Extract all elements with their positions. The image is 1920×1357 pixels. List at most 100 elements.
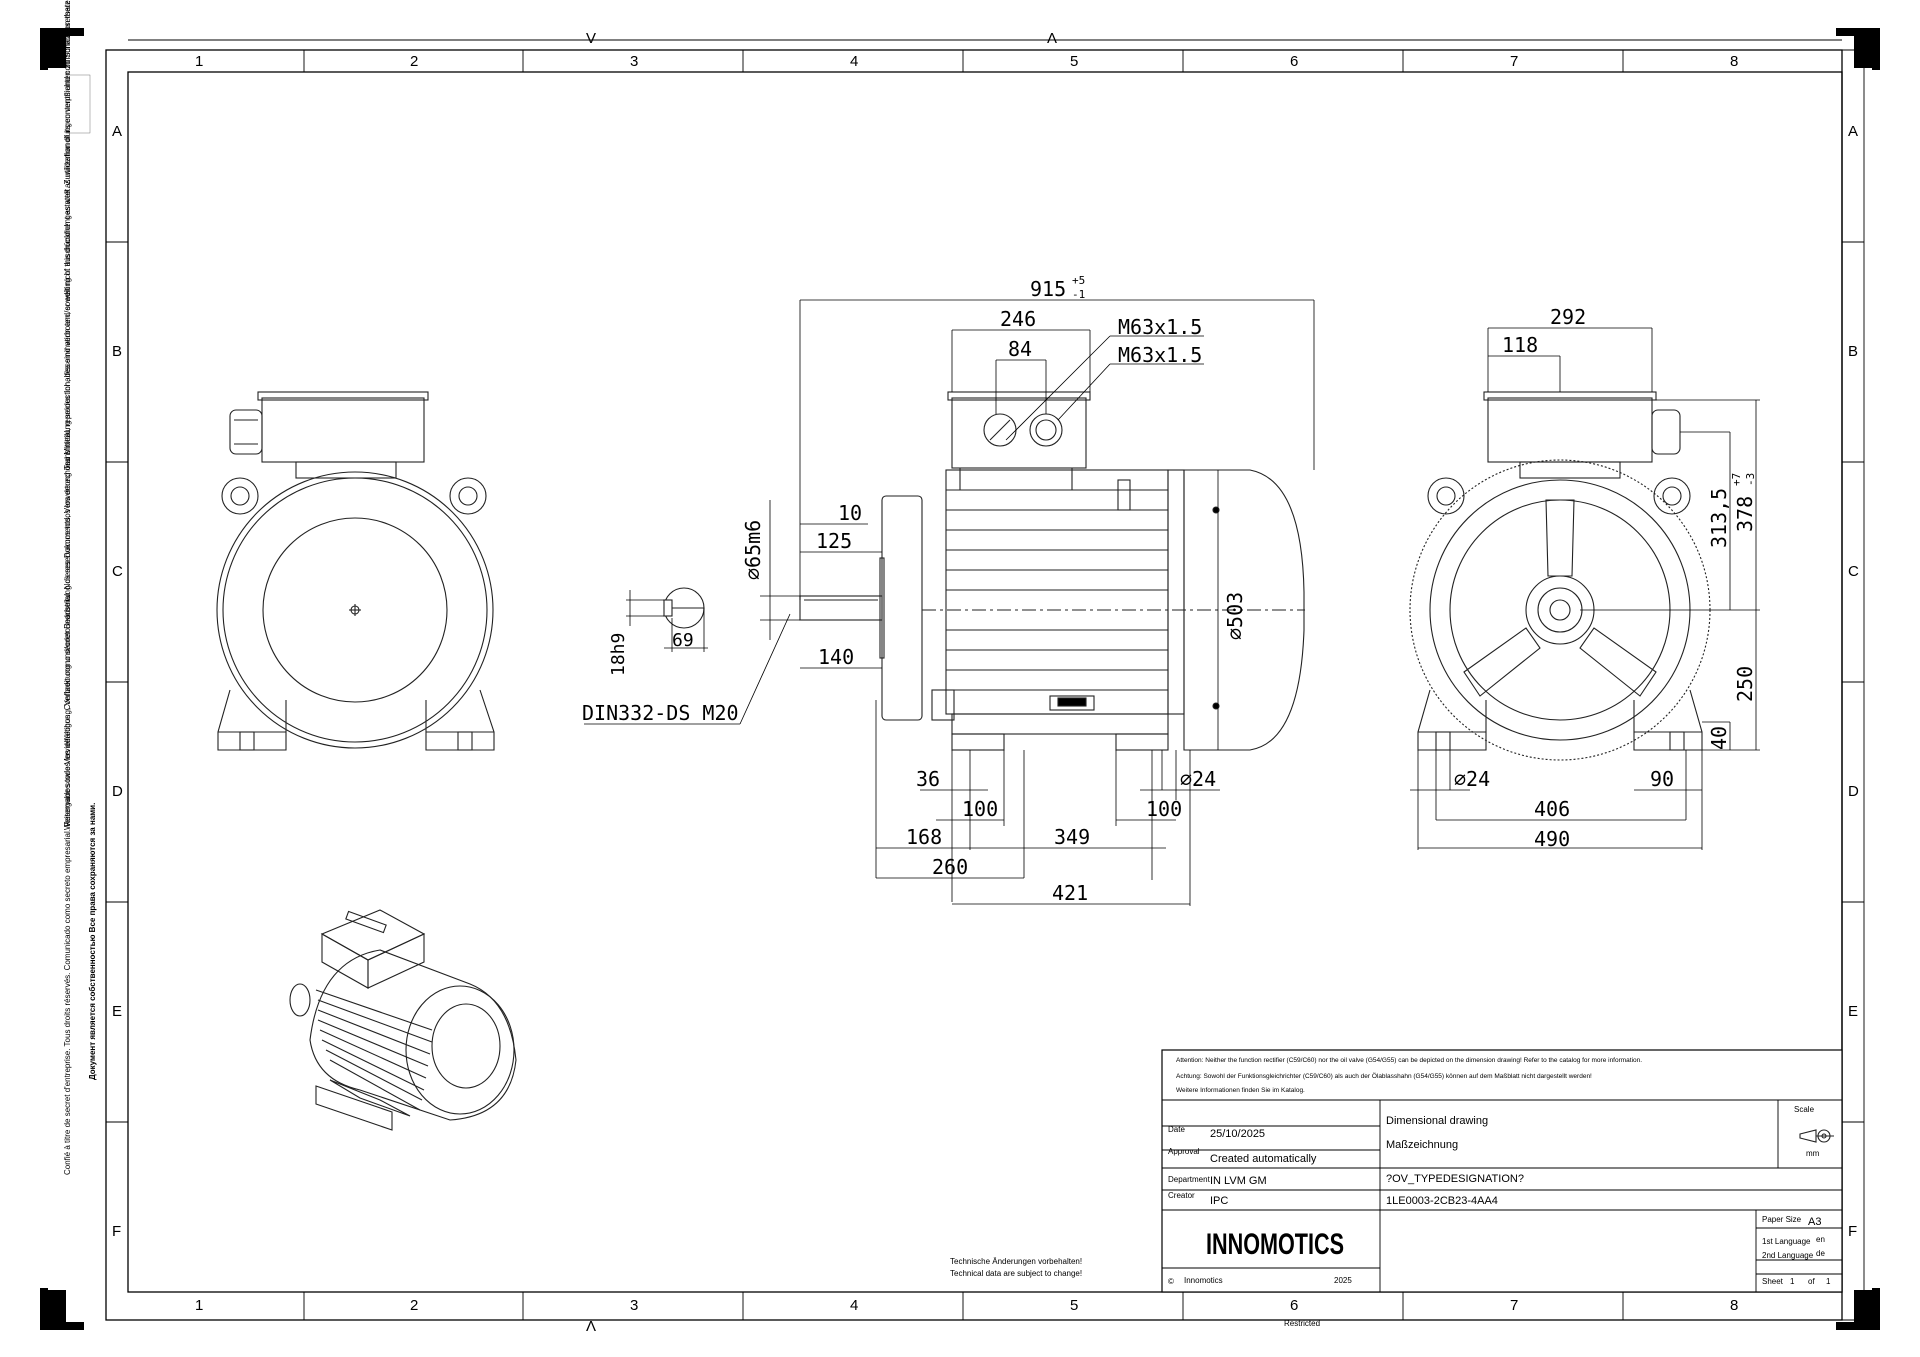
row-label-e-right: E [1848, 1003, 1858, 1020]
row-label-a: A [112, 123, 122, 140]
copyright-en: Transmittal, reproduction, dissemination… [63, 0, 72, 470]
copyright-de: Weitergabe sowie Vervielfältigung, Verbr… [63, 0, 72, 830]
col-label-4: 4 [850, 53, 858, 70]
restricted-label: Restricted [1284, 1319, 1320, 1328]
col-label-1-bottom: 1 [195, 1297, 203, 1314]
col-label-6-bottom: 6 [1290, 1297, 1298, 1314]
row-label-b: B [112, 343, 122, 360]
keyway-detail [663, 587, 705, 629]
dim-421: 421 [1052, 881, 1088, 905]
dim-foot-span: 406 [1534, 797, 1570, 821]
dim-349: 349 [1054, 825, 1090, 849]
lang1-value: en [1816, 1235, 1825, 1244]
corner-marks [40, 28, 1880, 1330]
col-label-8: 8 [1730, 53, 1738, 70]
dim-shaft-collar: 10 [838, 501, 862, 525]
top-marker-v: V [586, 30, 596, 47]
sheet-total: 1 [1826, 1277, 1831, 1286]
col-label-7-bottom: 7 [1510, 1297, 1518, 1314]
dim-keyway-height: 69 [672, 630, 694, 651]
col-label-6: 6 [1290, 53, 1298, 70]
rear-view-dim-texts: 292 118 ⌀24 90 406 490 [1454, 305, 1674, 851]
projection-symbol-icon [1799, 1129, 1834, 1143]
row-label-f: F [112, 1223, 121, 1240]
dim-keyway-width: 18h9 [608, 633, 629, 676]
dim-gland-thread-1: M63x1.5 [1118, 315, 1202, 339]
sheet-value: 1 [1790, 1277, 1795, 1286]
col-label-2: 2 [410, 53, 418, 70]
creator-label: Creator [1168, 1191, 1195, 1200]
scale-label: Scale [1794, 1105, 1815, 1114]
col-label-7: 7 [1510, 53, 1518, 70]
rear-view [1409, 391, 1711, 761]
col-label-5-bottom: 5 [1070, 1297, 1078, 1314]
copyright-year: 2025 [1334, 1276, 1352, 1285]
department-label: Department [1168, 1175, 1211, 1184]
side-view-dim-lines [584, 299, 1315, 906]
copyright-holder: Innomotics [1184, 1276, 1223, 1285]
col-label-4-bottom: 4 [850, 1297, 858, 1314]
row-label-c: C [112, 563, 123, 580]
dim-foot-offset-front: 36 [916, 767, 940, 791]
cooling-ribs [946, 489, 1168, 691]
copyright-cjk [65, 74, 91, 134]
dim-overall-length-tol-lower: -1 [1072, 288, 1085, 301]
article-number: 1LE0003-2CB23-4AA4 [1386, 1195, 1498, 1207]
lang1-label: 1st Language [1762, 1237, 1811, 1246]
copyright-symbol: © [1168, 1277, 1174, 1286]
dim-foot-height: 40 [1707, 726, 1731, 750]
approval-value: Created automatically [1210, 1153, 1317, 1165]
paper-size-label: Paper Size [1762, 1215, 1802, 1224]
row-label-a-right: A [1848, 123, 1858, 140]
copyright-margin: Transmittal, reproduction, dissemination… [63, 0, 97, 1175]
attention-de: Achtung: Sowohl der Funktionsgleichricht… [1176, 1072, 1592, 1080]
date-value: 25/10/2025 [1210, 1128, 1265, 1140]
dim-overall-width: 490 [1534, 827, 1570, 851]
col-label-5: 5 [1070, 53, 1078, 70]
sheet-of: of [1808, 1277, 1815, 1286]
brand-logo: INNOMOTICS [1206, 1228, 1344, 1261]
dim-overall-length-tol-upper: +5 [1072, 274, 1085, 287]
dim-foot-hole-rear: ⌀24 [1454, 767, 1490, 791]
dim-foot-width-right: 100 [1146, 797, 1182, 821]
creator-value: IPC [1210, 1195, 1228, 1207]
side-view-dim-texts: 915 +5 -1 246 84 M63x1.5 M63x1.5 10 125 … [582, 274, 1216, 905]
col-label-2-bottom: 2 [410, 1297, 418, 1314]
dim-260: 260 [932, 855, 968, 879]
lang2-value: de [1816, 1249, 1825, 1258]
isometric-view [289, 909, 517, 1131]
dim-box-offset-rear: 118 [1502, 333, 1538, 357]
title-block [1161, 1049, 1843, 1293]
row-label-d-right: D [1848, 783, 1859, 800]
row-label-d: D [112, 783, 123, 800]
dim-height-378-tol-upper: +7 [1730, 473, 1743, 486]
approval-label: Approval [1168, 1147, 1200, 1156]
grid-labels: 1 2 3 4 5 6 7 8 1 2 3 4 5 6 7 8 A B C D … [112, 30, 1859, 1335]
dim-gland-offset: 84 [1008, 337, 1032, 361]
side-view [799, 391, 1305, 751]
bottom-marker-lambda: Λ [586, 1318, 596, 1335]
keyway-dims [626, 590, 708, 652]
grid-ticks [106, 39, 1865, 1321]
copyright-fr-es: Confié à titre de secret d'entreprise. T… [63, 460, 72, 1176]
sheet-label: Sheet [1762, 1277, 1784, 1286]
title-en: Dimensional drawing [1386, 1115, 1488, 1127]
row-label-f-right: F [1848, 1223, 1857, 1240]
col-label-3: 3 [630, 53, 638, 70]
row-label-e: E [112, 1003, 122, 1020]
copyright-ru: Документ является собственностью Все пра… [88, 803, 97, 1080]
dim-foot-width-left: 100 [962, 797, 998, 821]
scale-unit: mm [1806, 1149, 1820, 1158]
title-de: Maßzeichnung [1386, 1139, 1458, 1151]
type-designation: ?OV_TYPEDESIGNATION? [1386, 1173, 1524, 1185]
changes-en: Technical data are subject to change! [950, 1269, 1082, 1278]
dim-foot-hole-front: ⌀24 [1180, 767, 1216, 791]
dim-height-313: 313,5 [1707, 488, 1731, 548]
col-label-3-bottom: 3 [630, 1297, 638, 1314]
attention-de2: Weitere Informationen finden Sie im Kata… [1176, 1087, 1305, 1094]
dim-terminal-box-width: 246 [1000, 307, 1036, 331]
dim-height-378: 378 [1733, 496, 1757, 532]
lang2-label: 2nd Language [1762, 1251, 1814, 1260]
dim-height-378-tol-lower: -3 [1744, 473, 1757, 486]
